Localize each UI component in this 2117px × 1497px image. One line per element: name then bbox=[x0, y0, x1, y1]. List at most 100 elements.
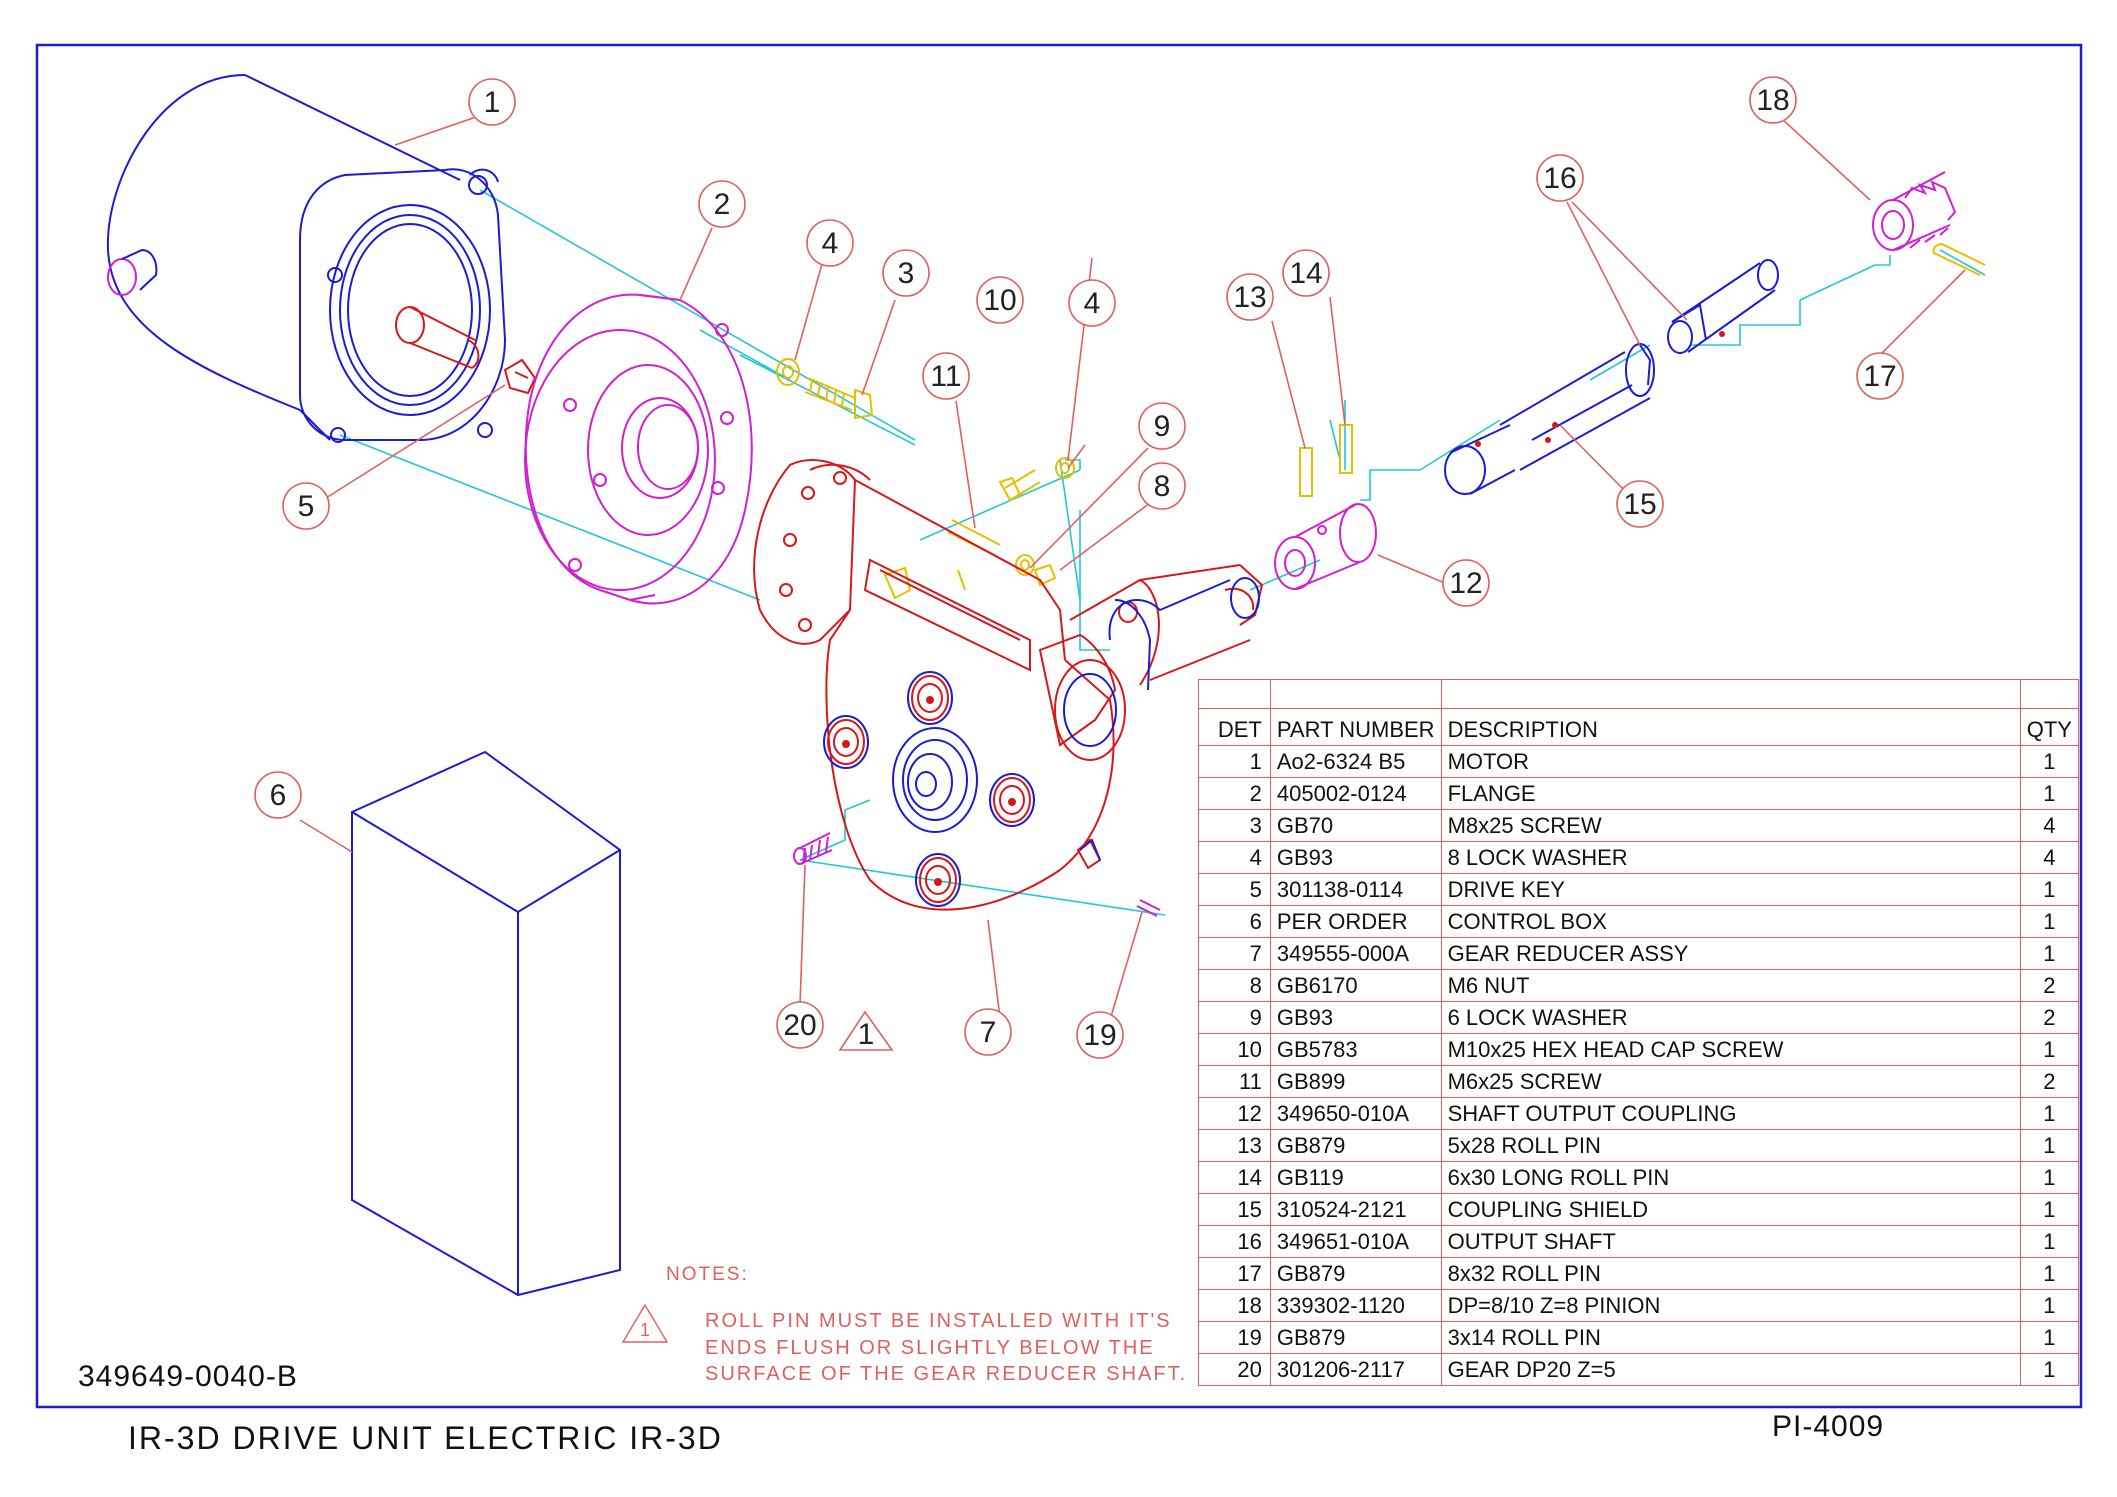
bom-description-cell: MOTOR bbox=[1440, 745, 2021, 778]
bom-header-row: DET PART NUMBER DESCRIPTION QTY bbox=[1198, 708, 2080, 746]
callout-bubbles bbox=[254, 76, 1904, 1059]
gear-reducer-part bbox=[753, 459, 1264, 911]
bom-part-number-cell: Ao2-6324 B5 bbox=[1269, 745, 1442, 778]
bom-det-cell: 17 bbox=[1198, 1257, 1271, 1290]
bom-description-cell: FLANGE bbox=[1440, 777, 2021, 810]
bom-det-cell: 15 bbox=[1198, 1193, 1271, 1226]
bom-description-cell: M6 NUT bbox=[1440, 969, 2021, 1002]
bom-part-number-cell: GB119 bbox=[1269, 1161, 1442, 1194]
motor-shaft bbox=[395, 306, 480, 369]
bom-part-number-cell: 405002-0124 bbox=[1269, 777, 1442, 810]
bom-header-qty: QTY bbox=[2019, 708, 2080, 746]
bom-description-cell: M10x25 HEX HEAD CAP SCREW bbox=[1440, 1033, 2021, 1066]
bom-qty-cell: 1 bbox=[2019, 1129, 2080, 1162]
revision-triangle-marker bbox=[838, 1010, 894, 1051]
bom-qty-cell: 1 bbox=[2019, 1033, 2080, 1066]
note-line-2: ENDS FLUSH OR SLIGHTLY BELOW THE bbox=[705, 1337, 1155, 1359]
callout-8: 8 bbox=[1154, 470, 1171, 503]
callout-leaders bbox=[299, 116, 1966, 1021]
note-marker-number: 1 bbox=[640, 1320, 650, 1340]
bom-det-cell: 5 bbox=[1198, 873, 1271, 906]
callout-17: 17 bbox=[1863, 360, 1896, 393]
bom-part-number-cell: GB6170 bbox=[1269, 969, 1442, 1002]
sheet-reference: PI-4009 bbox=[1772, 1410, 1885, 1443]
bom-det-cell: 14 bbox=[1198, 1161, 1271, 1194]
motor-part bbox=[106, 74, 507, 443]
callout-13: 13 bbox=[1233, 281, 1266, 314]
pinion-part bbox=[1872, 171, 1957, 251]
bom-qty-cell: 1 bbox=[2019, 905, 2080, 938]
bom-qty-cell: 1 bbox=[2019, 1225, 2080, 1258]
bom-description-cell: GEAR REDUCER ASSY bbox=[1440, 937, 2021, 970]
callout-10: 10 bbox=[983, 284, 1016, 317]
callout-4-right: 4 bbox=[1084, 287, 1101, 320]
bom-description-cell: CONTROL BOX bbox=[1440, 905, 2021, 938]
bom-qty-cell: 1 bbox=[2019, 1161, 2080, 1194]
bom-header-det: DET bbox=[1198, 708, 1271, 746]
bom-det-cell: 3 bbox=[1198, 809, 1271, 842]
bom-qty-cell: 4 bbox=[2019, 841, 2080, 874]
bom-description-cell: M8x25 SCREW bbox=[1440, 809, 2021, 842]
bom-det-cell: 20 bbox=[1198, 1353, 1271, 1386]
bom-det-cell: 18 bbox=[1198, 1289, 1271, 1322]
bom-part-number-cell: 301206-2117 bbox=[1269, 1353, 1442, 1386]
callout-19: 19 bbox=[1083, 1019, 1116, 1052]
bom-det-cell: 19 bbox=[1198, 1321, 1271, 1354]
bom-part-number-cell: GB899 bbox=[1269, 1065, 1442, 1098]
note-line-1: ROLL PIN MUST BE INSTALLED WITH IT'S bbox=[705, 1310, 1172, 1332]
bom-det-cell: 16 bbox=[1198, 1225, 1271, 1258]
bom-qty-cell: 1 bbox=[2019, 1289, 2080, 1322]
callout-12: 12 bbox=[1449, 567, 1482, 600]
notes-heading: NOTES: bbox=[666, 1264, 749, 1285]
callout-20: 20 bbox=[783, 1009, 816, 1042]
flange-part bbox=[524, 293, 753, 605]
bom-part-number-cell: PER ORDER bbox=[1269, 905, 1442, 938]
bom-spacer-row bbox=[1198, 679, 2080, 709]
bom-part-number-cell: GB879 bbox=[1269, 1257, 1442, 1290]
note-triangle-marker bbox=[621, 1303, 669, 1343]
callout-2: 2 bbox=[714, 188, 731, 221]
control-box-part bbox=[351, 750, 621, 1297]
bom-qty-cell: 2 bbox=[2019, 1001, 2080, 1034]
bom-qty-cell: 2 bbox=[2019, 969, 2080, 1002]
callout-5: 5 bbox=[298, 490, 315, 523]
bom-description-cell: OUTPUT SHAFT bbox=[1440, 1225, 2021, 1258]
drawing-number: 349649-0040-B bbox=[78, 1360, 298, 1393]
callout-18: 18 bbox=[1756, 84, 1789, 117]
bom-qty-cell: 1 bbox=[2019, 873, 2080, 906]
output-shaft-part bbox=[1667, 259, 1779, 354]
bom-part-number-cell: 301138-0114 bbox=[1269, 873, 1442, 906]
bom-part-number-cell: GB93 bbox=[1269, 841, 1442, 874]
bom-header-part-number: PART NUMBER bbox=[1269, 708, 1442, 746]
bom-part-number-cell: GB879 bbox=[1269, 1321, 1442, 1354]
bom-part-number-cell: GB70 bbox=[1269, 809, 1442, 842]
bom-description-cell: M6x25 SCREW bbox=[1440, 1065, 2021, 1098]
callout-3: 3 bbox=[898, 257, 915, 290]
bom-det-cell: 10 bbox=[1198, 1033, 1271, 1066]
bom-description-cell: 3x14 ROLL PIN bbox=[1440, 1321, 2021, 1354]
callout-7: 7 bbox=[980, 1016, 997, 1049]
bom-part-number-cell: 349555-000A bbox=[1269, 937, 1442, 970]
callout-numbers: 1 2 3 4 4 5 6 7 8 9 10 11 12 13 14 15 16… bbox=[270, 84, 1897, 1052]
bom-part-number-cell: 339302-1120 bbox=[1269, 1289, 1442, 1322]
bom-det-cell: 8 bbox=[1198, 969, 1271, 1002]
callout-16: 16 bbox=[1543, 162, 1576, 195]
bom-det-cell: 9 bbox=[1198, 1001, 1271, 1034]
bom-det-cell: 4 bbox=[1198, 841, 1271, 874]
bom-det-cell: 7 bbox=[1198, 937, 1271, 970]
bom-description-cell: SHAFT OUTPUT COUPLING bbox=[1440, 1097, 2021, 1130]
callout-15: 15 bbox=[1623, 488, 1656, 521]
callout-4-left: 4 bbox=[822, 227, 839, 260]
